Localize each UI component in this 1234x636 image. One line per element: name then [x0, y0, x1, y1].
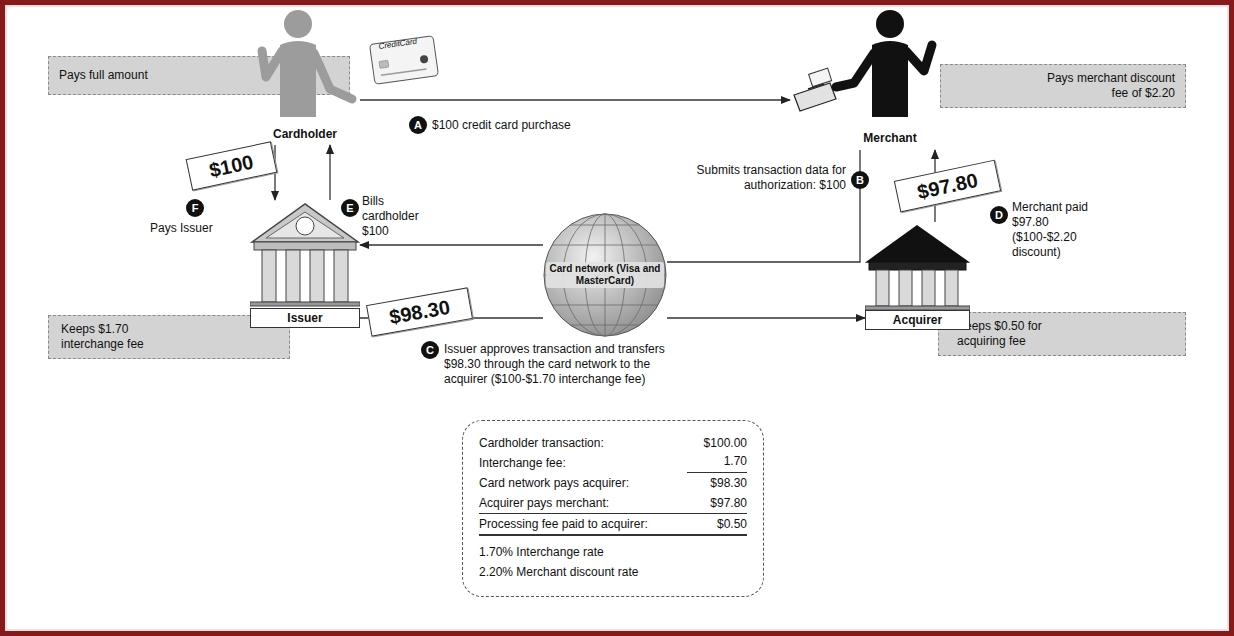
table-row: 1.70% Interchange rate	[479, 542, 747, 562]
card-text: CreditCard	[378, 37, 418, 52]
table-cell: $98.30	[710, 473, 747, 493]
note-text: Keeps $1.70 interchange fee	[61, 322, 179, 352]
table-row: Processing fee paid to acquirer: $0.50	[479, 514, 747, 536]
flow-arrow	[329, 145, 330, 200]
callout-letter: A	[409, 116, 427, 134]
table-cell: $100.00	[704, 433, 747, 453]
table-row: 2.20% Merchant discount rate	[479, 562, 747, 582]
bank-building: Issuer	[250, 200, 360, 328]
table-cell: $0.50	[717, 514, 747, 534]
step-text: Pays Issuer	[150, 221, 240, 236]
note-text: Keeps $0.50 for acquiring fee	[957, 319, 1085, 349]
flow-arrow	[667, 150, 860, 262]
bank-building: Acquirer	[865, 222, 970, 330]
table-row: Interchange fee: 1.70	[479, 453, 747, 473]
actor-name: Merchant	[840, 131, 940, 146]
cardholder-figure: Cardholder	[250, 5, 360, 145]
table-cell: Processing fee paid to acquirer:	[479, 514, 648, 534]
table-row: Card network pays acquirer: $98.30	[479, 473, 747, 493]
flow-arrow	[360, 99, 790, 100]
table-row: Cardholder transaction: $100.00	[479, 433, 747, 453]
note-box: Keeps $0.50 for acquiring fee	[938, 312, 1186, 356]
callout-letter: F	[186, 199, 204, 217]
flow-arrow	[667, 317, 865, 318]
note-text: Pays merchant discount fee of $2.20	[1031, 71, 1175, 101]
step-text: Merchant paid $97.80 ($100-$2.20 discoun…	[1012, 200, 1094, 260]
step-text: Submits transaction data for authorizati…	[670, 163, 846, 193]
network-name: Card network (Visa and MasterCard)	[546, 262, 664, 288]
amount-tag: $100	[186, 141, 277, 190]
actor-name: Cardholder	[250, 127, 360, 142]
amount-tag: $97.80	[894, 160, 1002, 213]
bank-name: Issuer	[250, 308, 360, 328]
table-cell: Card network pays acquirer:	[479, 473, 629, 493]
step-text: Bills cardholder $100	[362, 194, 432, 239]
table-cell: 1.70% Interchange rate	[479, 542, 604, 562]
amount-tag: $98.30	[366, 287, 473, 336]
callout-letter: B	[851, 171, 869, 189]
step-text: Issuer approves transaction and transfer…	[444, 342, 694, 387]
note-box: Pays merchant discount fee of $2.20	[940, 64, 1186, 108]
table-cell: Acquirer pays merchant:	[479, 493, 609, 513]
table-cell: 1.70	[687, 453, 747, 473]
summary-table: Cardholder transaction:$100.00Interchang…	[462, 420, 764, 597]
step-text: $100 credit card purchase	[432, 118, 672, 133]
table-cell: Cardholder transaction:	[479, 433, 604, 453]
table-cell: 2.20% Merchant discount rate	[479, 562, 638, 582]
table-row: Acquirer pays merchant: $97.80	[479, 493, 747, 514]
callout-letter: C	[421, 341, 439, 359]
credit-card-image	[370, 36, 439, 85]
merchant-figure: Merchant	[790, 5, 940, 150]
flow-arrow	[360, 244, 543, 245]
network-globe: Card network (Visa and MasterCard)	[543, 213, 667, 337]
table-cell: $97.80	[710, 493, 747, 513]
table-cell: Interchange fee:	[479, 453, 566, 473]
bank-name: Acquirer	[865, 310, 970, 330]
callout-letter: D	[990, 206, 1008, 224]
callout-letter: E	[341, 199, 359, 217]
merchant-figure-art	[790, 5, 940, 150]
cardholder-figure-art	[250, 5, 360, 145]
